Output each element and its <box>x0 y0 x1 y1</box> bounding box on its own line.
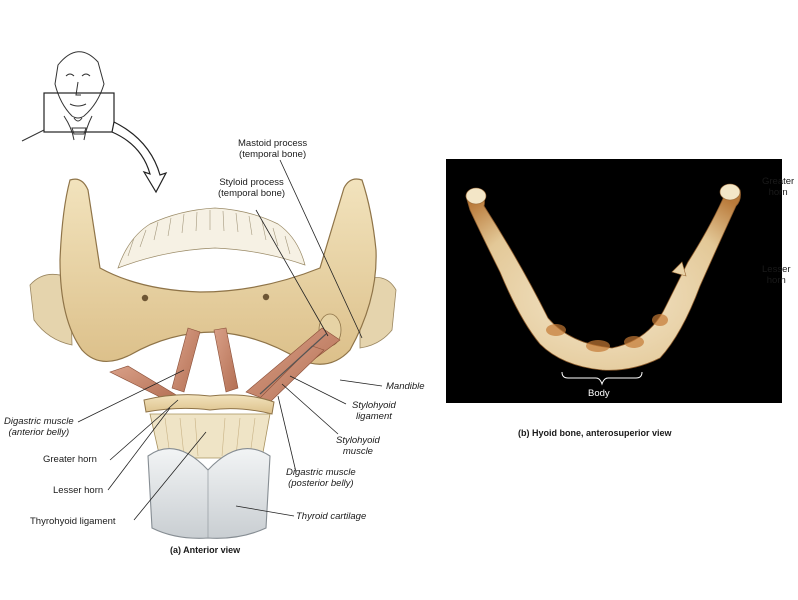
label-lesser-horn-left: Lesser horn <box>53 485 104 496</box>
label-digastric-posterior-belly: Digastric muscle (posterior belly) <box>286 467 356 489</box>
body-bracket <box>561 371 643 386</box>
caption-hyoid-anterosuperior: (b) Hyoid bone, anterosuperior view <box>518 428 672 438</box>
label-stylohyoid-muscle: Stylohyoid muscle <box>336 435 380 457</box>
orientation-arrow <box>111 121 168 194</box>
label-lesser-horn-right: Lesser horn <box>762 264 791 286</box>
leader-lines-left <box>77 159 383 521</box>
label-mastoid-process: Mastoid process (temporal bone) <box>238 138 308 160</box>
label-thyroid-cartilage: Thyroid cartilage <box>296 511 367 522</box>
label-greater-horn-left: Greater horn <box>43 454 97 465</box>
stylohyoid-ligament <box>259 333 327 395</box>
stylohyoid-and-digastric-posterior <box>109 327 341 405</box>
digastric-anterior-bellies <box>171 327 239 393</box>
thyroid-cartilage <box>147 448 271 539</box>
label-greater-horn-right: Greater horn <box>762 176 795 198</box>
label-digastric-anterior-belly: Digastric muscle (anterior belly) <box>4 416 74 438</box>
hyoid-bone-illustration <box>143 394 275 415</box>
label-thyrohyoid-ligament: Thyrohyoid ligament <box>30 516 116 527</box>
hyoid-bone-photo <box>465 183 741 371</box>
label-styloid-process: Styloid process (temporal bone) <box>218 177 286 199</box>
label-mandible: Mandible <box>386 381 425 392</box>
label-body: Body <box>588 388 610 399</box>
caption-anterior-view: (a) Anterior view <box>170 545 241 555</box>
mandible <box>59 178 377 365</box>
label-stylohyoid-ligament: Stylohyoid ligament <box>352 400 396 422</box>
head-orientation-sketch <box>21 51 115 142</box>
